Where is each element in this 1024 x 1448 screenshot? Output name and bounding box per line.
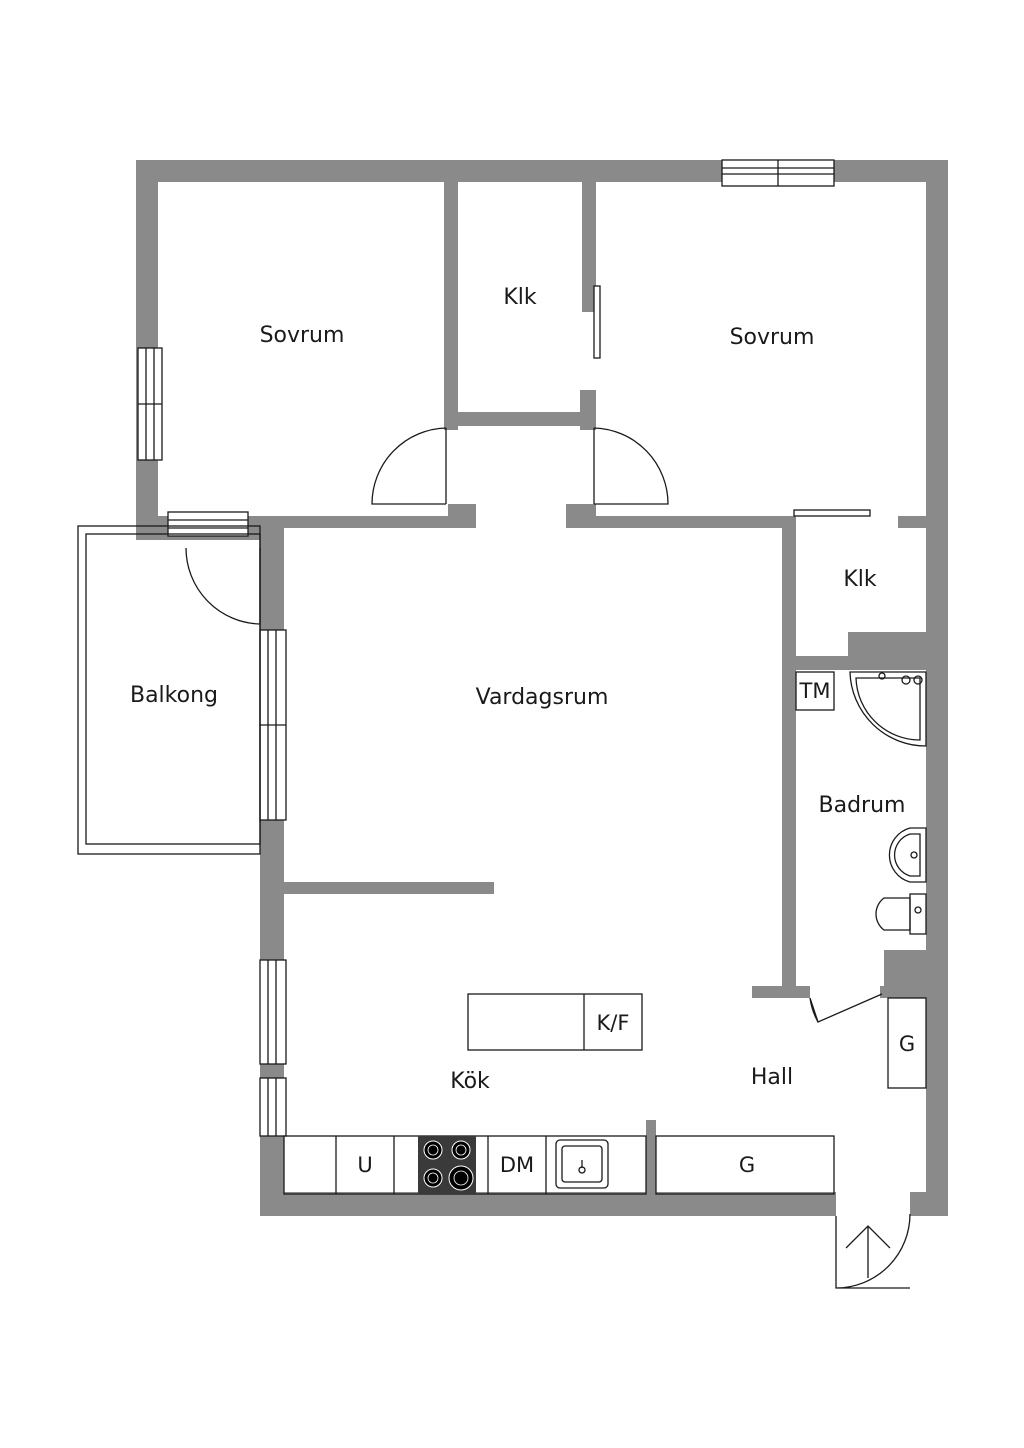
room-label-bedroom-right: Sovrum <box>730 325 815 350</box>
fixture-label-dishwasher: DM <box>500 1153 534 1177</box>
room-label-bedroom-left: Sovrum <box>260 323 345 348</box>
toilet-icon <box>875 893 927 935</box>
room-labels: Sovrum Klk Sovrum Klk Balkong Vardagsrum… <box>130 285 905 1094</box>
room-label-closet-right: Klk <box>843 567 877 592</box>
fixture-label-hall-wardrobe: G <box>899 1032 915 1056</box>
room-label-bathroom: Badrum <box>819 793 906 818</box>
room-label-hall: Hall <box>751 1065 793 1090</box>
room-label-balcony: Balkong <box>130 683 218 708</box>
fixture-labels: TM K/F U DM G G <box>357 679 915 1177</box>
fixture-label-washing-machine: TM <box>799 679 831 703</box>
room-label-living-room: Vardagsrum <box>476 685 609 710</box>
hall-wardrobe <box>887 997 927 1089</box>
bathroom-fixtures <box>795 671 927 747</box>
fridge-freezer-unit <box>467 993 643 1051</box>
fixture-label-hall-cabinet: G <box>739 1153 755 1177</box>
fixture-label-oven: U <box>357 1153 372 1177</box>
sink-icon <box>555 1139 609 1189</box>
doors <box>185 427 911 1289</box>
balcony <box>77 525 261 855</box>
fixture-label-fridge-freezer: K/F <box>597 1011 630 1035</box>
room-label-kitchen: Kök <box>450 1069 490 1094</box>
windows <box>137 159 871 1137</box>
stove-icon <box>418 1136 476 1194</box>
washbasin-icon <box>888 827 927 883</box>
room-label-closet-top: Klk <box>503 285 537 310</box>
